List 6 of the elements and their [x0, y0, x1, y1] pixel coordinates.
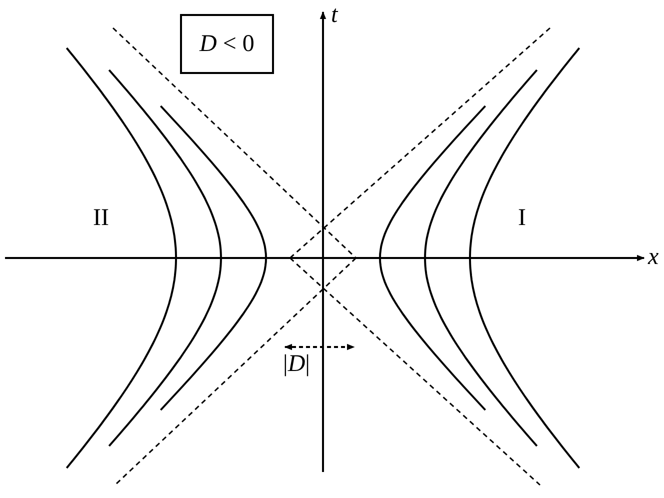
condition-box: D < 0 — [180, 14, 274, 74]
axis-label: x — [648, 244, 659, 270]
region-label: II — [93, 205, 109, 231]
axis-label: t — [331, 2, 338, 28]
region-label: I — [518, 205, 526, 231]
dimension-label: |D| — [283, 351, 310, 377]
